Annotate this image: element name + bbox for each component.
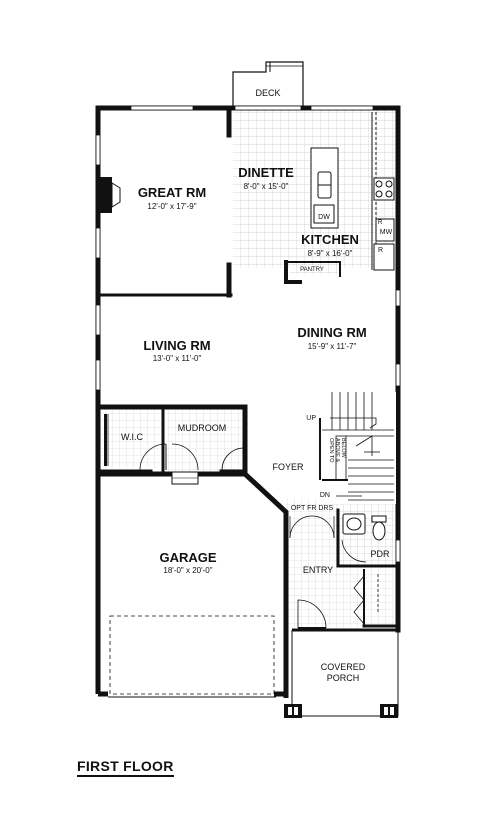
svg-text:ABOVE &: ABOVE & (334, 438, 340, 462)
living-rm-dims: 13'-0" x 11'-0" (153, 354, 202, 363)
windows (95, 105, 401, 563)
mudroom-tile-floor (166, 410, 242, 472)
garage-label: GARAGE (159, 550, 216, 565)
living-rm-label: LIVING RM (143, 338, 210, 353)
great-rm-dims: 12'-0" x 17'-9" (147, 202, 196, 211)
covered-porch-label-line2: PORCH (327, 673, 360, 683)
toilet-icon (371, 515, 387, 523)
garage-dims: 18'-0" x 20'-0" (163, 566, 212, 575)
entry-label: ENTRY (303, 565, 333, 575)
stairs-dn-label: DN (320, 492, 330, 499)
covered-porch-label-line1: COVERED (321, 662, 366, 672)
dinette-label: DINETTE (238, 165, 294, 180)
opt-fr-drs-label: OPT FR DRS (291, 505, 334, 512)
open-to-above-note: OPEN TO ABOVE & BELOW (328, 438, 346, 463)
pantry-tile-floor (290, 262, 338, 274)
deck-label: DECK (255, 88, 280, 98)
stairs-up-label: UP (306, 415, 316, 422)
french-door-swings (289, 515, 335, 539)
fridge-label-upper: R (378, 220, 383, 226)
microwave-icon (375, 218, 395, 242)
deck: DECK (232, 61, 304, 108)
dinette-dims: 8'-0" x 15'-0" (244, 182, 289, 191)
dw-label: DW (318, 214, 330, 221)
garage (95, 474, 289, 698)
wic-label: W.I.C (121, 432, 143, 442)
pantry-label: PANTRY (300, 267, 324, 273)
dining-rm-label: DINING RM (297, 325, 366, 340)
floor-title: FIRST FLOOR (77, 758, 174, 777)
porch-column-right (380, 704, 398, 718)
fridge-label: R (378, 247, 383, 254)
porch-column-left (284, 704, 302, 718)
entry-closet-doors (353, 574, 379, 625)
kitchen-label: KITCHEN (301, 232, 359, 247)
kitchen-fixtures: DW MW R R (310, 112, 395, 271)
wic-tile-floor (101, 410, 160, 468)
covered-porch (284, 628, 399, 718)
great-rm-label: GREAT RM (138, 185, 206, 200)
svg-text:BELOW: BELOW (340, 438, 346, 459)
pdr-label: PDR (370, 549, 390, 559)
staircase (319, 392, 396, 504)
mw-label: MW (380, 229, 393, 236)
svg-text:OPEN TO: OPEN TO (328, 438, 334, 463)
front-door (297, 599, 327, 629)
fridge-icon (373, 243, 395, 271)
mudroom-label: MUDROOM (178, 423, 227, 433)
foyer-label: FOYER (272, 462, 304, 472)
wic-mudroom (104, 414, 245, 485)
kitchen-dims: 8'-9" x 16'-0" (308, 249, 353, 258)
powder-room-fixtures (341, 513, 387, 563)
dining-rm-dims: 15'-9" x 11'-7" (308, 342, 357, 351)
